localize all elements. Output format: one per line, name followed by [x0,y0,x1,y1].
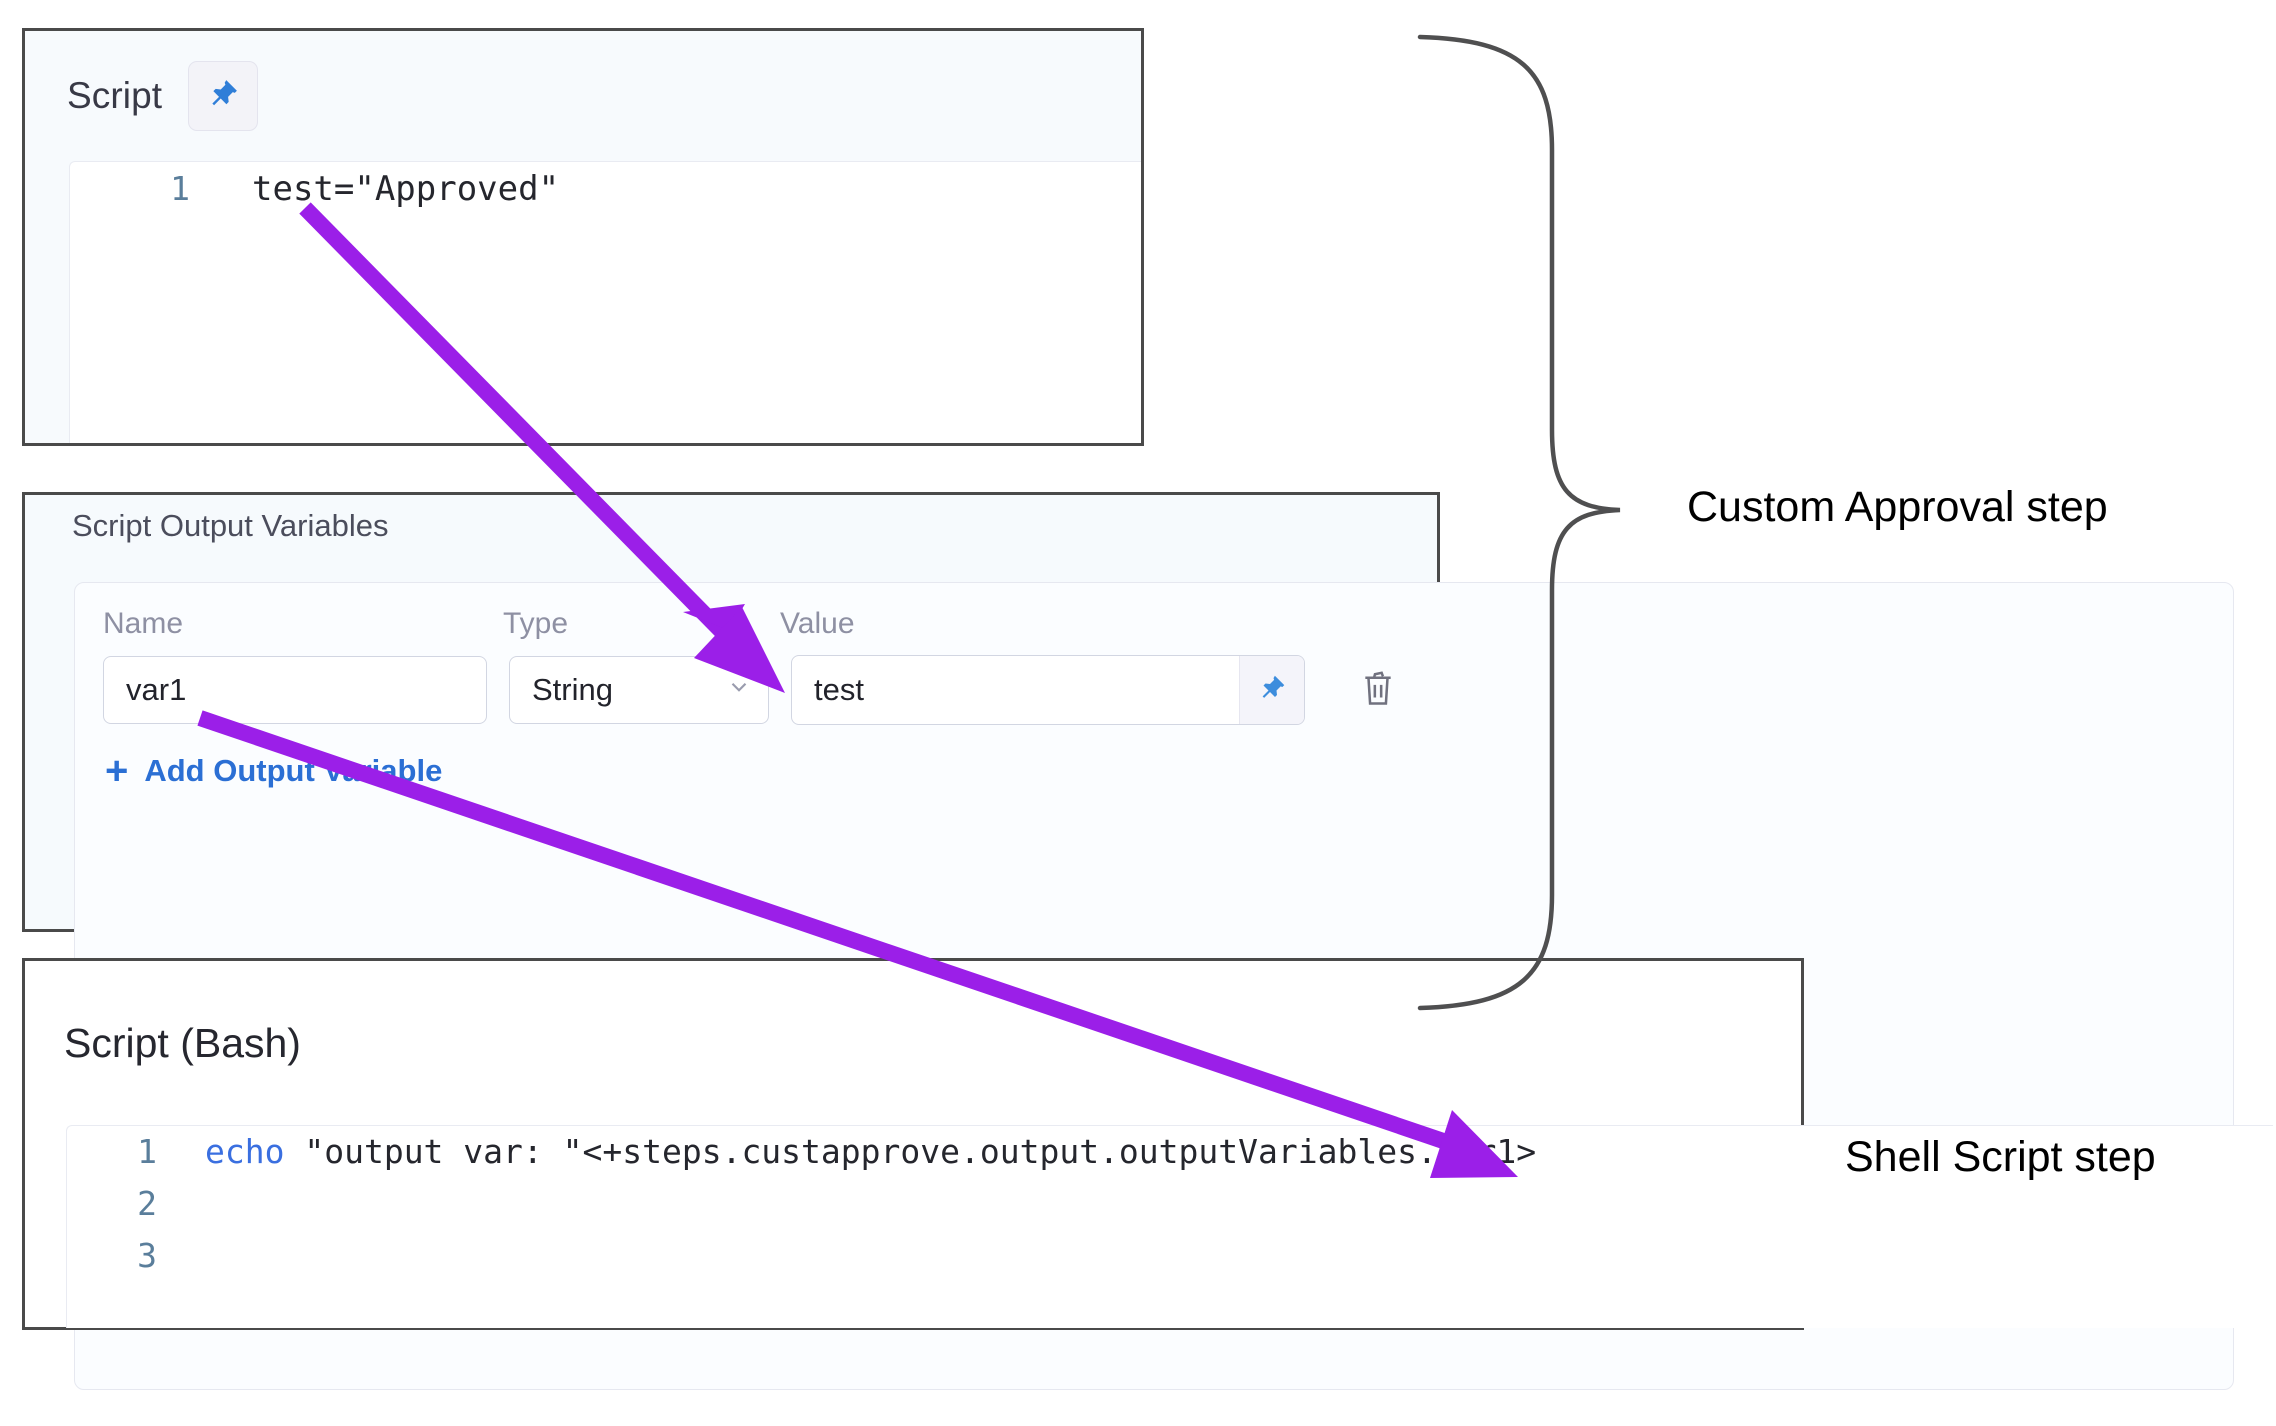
output-variable-row: var1 String test [75,641,2233,725]
code-rest: "output var: "<+steps.custapprove.output… [284,1132,1537,1171]
script-panel: Script 1 test="Approved" [22,28,1144,446]
variable-name-input[interactable]: var1 [103,656,487,724]
code-line-text: test="Approved" [252,169,560,209]
value-pin-icon-button[interactable] [1239,656,1304,724]
annotation-custom-approval-step: Custom Approval step [1687,483,2108,531]
variable-type-select[interactable]: String [509,656,769,724]
script-output-variables-title: Script Output Variables [72,508,389,543]
annotation-shell-script-step: Shell Script step [1845,1133,2156,1181]
variable-value-input[interactable]: test [814,672,864,707]
script-code-editor[interactable]: 1 test="Approved" [69,161,1141,443]
trash-icon [1359,667,1397,714]
code-line: 3 [67,1230,2273,1282]
pin-icon-button[interactable] [188,61,259,131]
column-header-type: Type [503,607,569,640]
variable-value-field: test [791,655,1305,725]
code-keyword: echo [205,1132,285,1171]
column-header-value: Value [780,607,855,640]
output-variables-column-headers: Name Type Value [75,583,2233,641]
pin-icon [206,77,240,116]
variable-type-value: String [532,672,613,707]
script-panel-header: Script [25,31,1141,131]
column-header-name: Name [103,607,184,640]
add-output-variable-button[interactable]: + Add Output Variable [75,725,2233,793]
code-line: 2 [67,1178,2273,1230]
code-line: 1 test="Approved" [70,162,1141,216]
code-line-text: echo "output var: "<+steps.custapprove.o… [157,1126,1536,1178]
script-panel-title: Script [67,75,163,116]
line-number: 1 [137,1132,157,1171]
line-number: 1 [170,169,190,208]
pin-icon [1257,673,1287,708]
chevron-down-icon [726,672,752,708]
bash-script-title: Script (Bash) [64,1020,301,1066]
delete-variable-button[interactable] [1351,661,1405,719]
line-number: 2 [137,1184,157,1223]
plus-icon: + [105,749,129,793]
add-output-variable-label: Add Output Variable [144,753,443,788]
line-number: 3 [137,1236,157,1275]
